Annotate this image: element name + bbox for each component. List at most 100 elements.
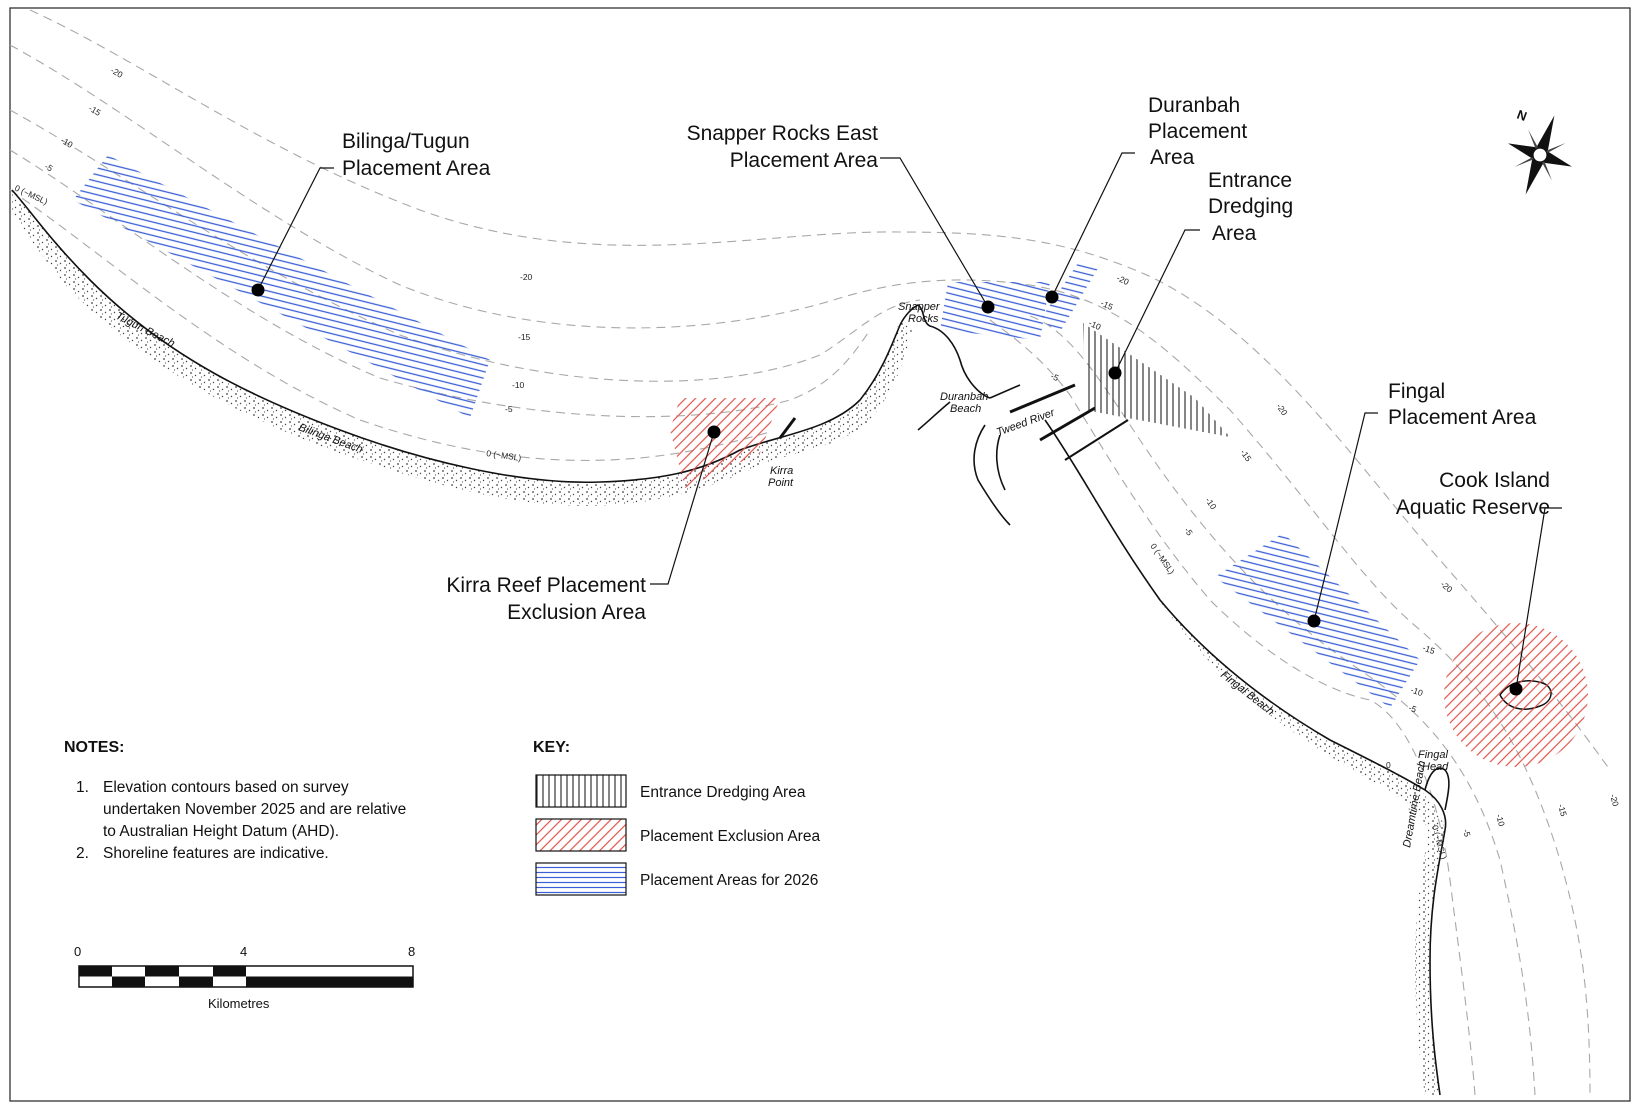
contour-label: 0 [1386,760,1391,770]
contour-label: -10 [59,135,75,150]
note-text: undertaken November 2025 and are relativ… [103,801,406,818]
label-duranbah-beach: Duranbah [940,391,988,403]
key-label-dredging: Entrance Dredging Area [640,784,806,801]
label-snapper-rocks: Snapper [898,301,941,313]
key-label-placement: Placement Areas for 2026 [640,872,818,889]
marker-cook [1509,682,1523,696]
label-fingal-beach: Fingal Beach [1218,669,1276,718]
callout-entrance-dredging: Dredging [1208,195,1293,218]
snapper-rocks-east-placement-area [940,282,1050,340]
snapper-rocks-point [899,304,991,399]
north-arrow-icon [1508,115,1572,195]
leader-duranbah [1051,152,1135,298]
label-snapper-rocks: Rocks [908,313,939,325]
fingal-head [1424,767,1450,811]
contour-label: -20 [109,65,125,80]
label-kirra-point: Kirra [770,465,793,477]
key-swatch-exclusion [535,818,627,852]
callout-duranbah: Placement [1148,120,1247,143]
kirra-reef-exclusion-area [670,398,780,488]
label-duranbah-beach: Beach [950,403,981,415]
tweed-river-banks [973,424,1011,526]
contour-label: -5 [505,404,513,414]
duranbah-placement-area [1040,260,1100,332]
contour-label: -20 [1274,401,1289,417]
map-frame [9,7,1631,1102]
contour-label: -10 [512,380,525,390]
duranbah-coast [917,384,1021,431]
callout-snapper-rocks-east: Placement Area [730,149,879,172]
leader-snapper [880,157,989,308]
callout-duranbah: Area [1150,146,1195,169]
contour-labels: -20 -15 -10 -5 0 (~MSL) -20 -15 -10 -5 0… [13,65,1621,861]
contour-label: 0 (~MSL) [486,448,522,463]
key-swatch-dredging [535,774,627,808]
sand-south [1045,420,1445,1095]
note-text: to Australian Height Datum (AHD). [103,823,339,840]
sand-bypass-jetty [1064,419,1129,461]
key-title: KEY: [533,739,570,756]
entrance-dredging-area [1083,323,1230,437]
scale-tick-label: 4 [240,944,247,959]
scale-tick-label: 8 [408,944,415,959]
marker-kirra [707,425,721,439]
contour-label: -20 [1439,579,1455,595]
contour-label: -20 [520,272,533,282]
kirra-groyne [778,417,797,439]
key-swatch-placement [535,862,627,896]
callout-kirra-reef: Kirra Reef Placement [446,574,646,597]
marker-entrance [1108,366,1122,380]
contour-label: -10 [1203,495,1218,511]
north-label: N [1515,107,1529,124]
leader-kirra [650,431,715,585]
contour-label: -20 [1115,273,1131,287]
label-kirra-point: Point [768,477,794,489]
scale-tick-label: 0 [74,944,81,959]
contour-label: -5 [43,161,55,174]
contour-label: -5 [1049,371,1060,383]
contour-label: -20 [1608,793,1621,808]
leader-bilinga [257,167,334,291]
scale-bar: 0 4 8 Kilometres [74,944,415,1011]
contour-label: -15 [1238,447,1253,463]
contour-label: -15 [518,332,531,342]
note-text: Shoreline features are indicative. [103,845,329,862]
contour-15 [9,44,1591,1096]
callout-labels: Bilinga/Tugun Placement Area Snapper Roc… [342,94,1550,624]
bilinga-tugun-placement-area [73,155,490,418]
marker-bilinga [251,283,265,297]
contour-label: -15 [1421,642,1436,656]
marker-snapper [981,300,995,314]
contour-label: -15 [1556,803,1569,818]
leader-fingal [1313,412,1378,622]
contour-label: -5 [1461,828,1473,838]
label-fingal-head: Head [1422,761,1449,773]
notes-block: NOTES: 1. Elevation contours based on su… [64,739,406,862]
callout-entrance-dredging: Entrance [1208,169,1292,192]
notes-title: NOTES: [64,739,124,756]
note-text: Elevation contours based on survey [103,779,349,796]
callout-kirra-reef: Exclusion Area [507,601,646,624]
callout-cook-island: Cook Island [1439,469,1550,492]
contour-label: -10 [1087,318,1103,332]
note-number: 2. [76,845,89,862]
callout-snapper-rocks-east: Snapper Rocks East [687,122,879,145]
callout-fingal: Placement Area [1388,406,1537,429]
legend: KEY: Entrance Dredging Area Placement Ex… [533,739,820,896]
note-number: 1. [76,779,89,796]
callout-cook-island: Aquatic Reserve [1396,496,1550,519]
contour-label: -10 [1409,684,1424,698]
shoreline-south [1044,419,1447,1096]
marker-duranbah [1045,290,1059,304]
contour-label: -15 [1099,298,1115,312]
depth-contours [9,9,1611,1096]
contour-label: -10 [1494,813,1507,828]
north-training-wall [1009,383,1076,414]
contour-5 [9,149,1476,1096]
shoreline-west [11,189,901,484]
marker-fingal [1307,614,1321,628]
label-fingal-head: Fingal [1418,749,1449,761]
contour-label: -15 [87,103,103,118]
callout-leaders [251,152,1562,696]
callout-bilinga-tugun: Bilinga/Tugun [342,130,470,153]
